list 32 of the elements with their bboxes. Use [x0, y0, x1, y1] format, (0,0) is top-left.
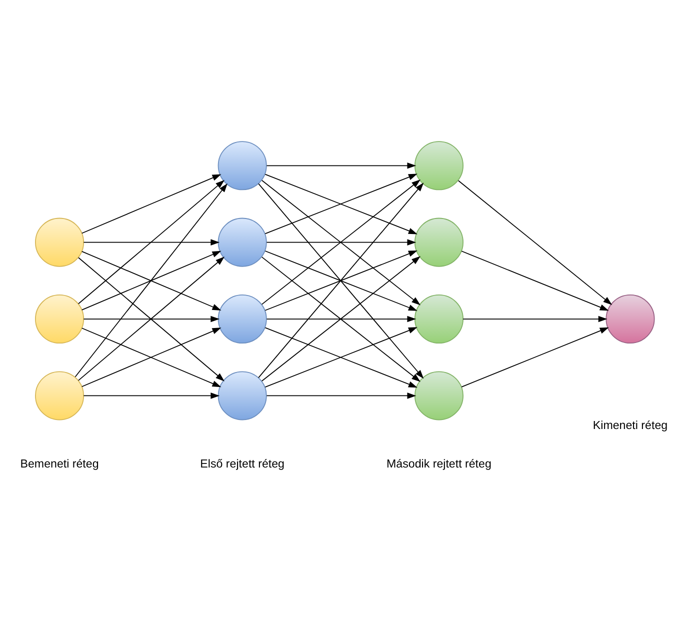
- node-circle: [414, 294, 464, 344]
- label: Első rejtett réteg: [200, 458, 284, 470]
- arrow: [81, 250, 222, 310]
- node-circle: [218, 140, 267, 190]
- arrow: [266, 162, 416, 168]
- arrow: [458, 180, 612, 305]
- node-circle: [218, 370, 267, 420]
- arrow: [461, 326, 609, 387]
- label: Bemeneti réteg: [20, 458, 99, 470]
- arrow: [81, 327, 222, 387]
- arrow: [461, 250, 609, 310]
- arrow: [266, 315, 416, 322]
- label: Kimeneti réteg: [592, 420, 668, 432]
- arrow: [83, 238, 220, 245]
- node-circle: [606, 294, 655, 344]
- node-circle: [35, 370, 84, 420]
- arrow: [266, 238, 416, 245]
- arrow: [264, 173, 418, 234]
- arrow: [78, 179, 225, 304]
- node-circle: [414, 370, 464, 420]
- node-circle: [35, 217, 84, 266]
- arrow: [83, 315, 220, 322]
- node-circle: [414, 217, 464, 266]
- node-circle: [218, 294, 267, 344]
- arrow: [81, 174, 222, 234]
- label: Második rejtett réteg: [386, 458, 492, 470]
- arrow: [83, 392, 220, 398]
- arrow: [462, 315, 608, 322]
- node-circle: [35, 294, 84, 344]
- arrow: [74, 182, 228, 377]
- arrow: [266, 392, 416, 398]
- node-circle: [218, 217, 267, 266]
